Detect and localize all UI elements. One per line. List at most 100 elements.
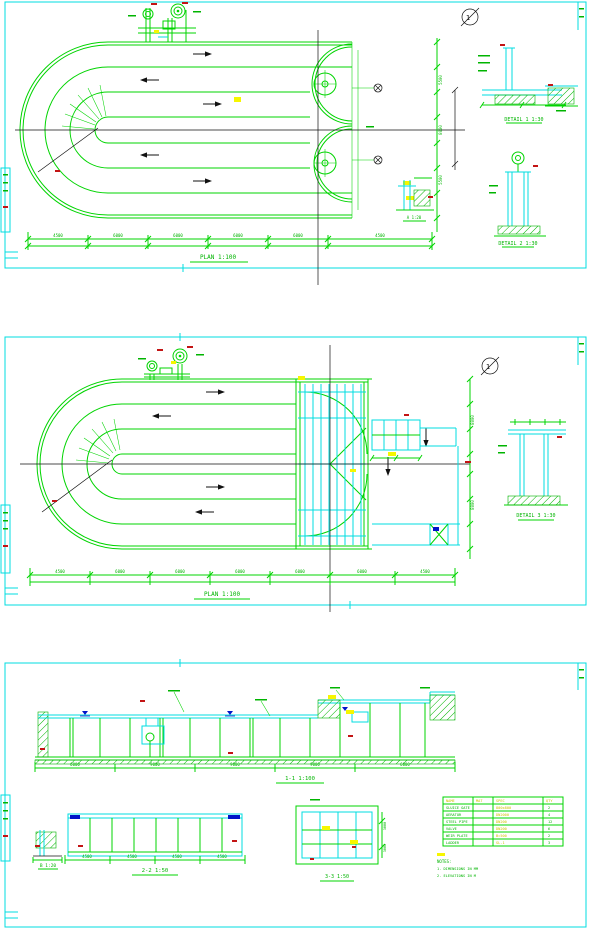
table-cell: WEIR PLATE [446,834,468,838]
table-cell: 3 [548,841,550,845]
gate-well-plan-3-3: 3000 3000 3-3 1:50 [295,799,387,882]
table-cell: 2 [548,834,550,838]
table-cell: DN2000 [496,813,509,817]
dim-text: 6000 [357,569,367,574]
pump-symbol [170,3,186,19]
table-header: QTY [546,799,553,803]
dim-text: 4500 [127,854,137,859]
table-cell: 2 [548,806,550,810]
section2-title: 2-2 1:50 [142,868,169,874]
detail3-title: DETAIL 3 1:30 [516,513,555,519]
dim-text: 6000 [115,569,125,574]
water-level-symbol [228,815,240,819]
centerline-and-section-line-2 [20,345,470,612]
dim-text: 6000 [173,233,183,238]
dim-text: 4500 [375,233,385,238]
dim-text: 8000 [470,415,475,425]
section1-title: 1-1 1:100 [285,776,315,782]
sheet-1-plan: A 1:20 DETAIL 1 1:30 DETAIL 2 1:30 5500 … [0,1,587,285]
dim-text: 6000 [113,233,123,238]
dim-text: 4500 [172,854,182,859]
dim-text: 4500 [420,569,430,574]
bottom-dimension-band-2: 4500 6000 6000 6000 6000 6000 4500 [26,568,459,586]
notes-line: 1. DIMENSIONS IN MM [437,867,479,871]
plan-detail-title: 3-3 1:50 [325,874,349,880]
detail1-title: DETAIL 1 1:30 [504,117,543,123]
table-cell: DN200 [496,820,507,824]
flow-arrows [139,50,223,185]
title-strip-left [0,504,11,574]
dim-text: 6000 [400,762,410,767]
dim-text: 9000 [230,762,240,767]
outlet-weir-detail: A 1:20 [396,177,434,222]
small-detail-b: B 1:20 [32,830,63,870]
gate-symbol [433,527,439,531]
dim-text: 6000 [293,233,303,238]
dim-text: 3000 [383,844,387,852]
dim-text: 4500 [82,854,92,859]
table-cell: 4 [548,813,550,817]
pump-symbol [172,348,188,364]
vertical-dimension-line: 5500 8000 5500 [433,38,443,232]
table-cell: 12 [548,820,552,824]
dim-text: 6000 [175,569,185,574]
table-cell: LADDER [446,841,460,845]
dim-text: 6000 [295,569,305,574]
instrument-symbol [373,83,383,93]
dim-text: 8000 [438,125,443,135]
aerator-symbol [313,70,337,177]
detail-2-section: DETAIL 2 1:30 [489,151,546,248]
detail-b-title: B 1:20 [40,863,57,869]
table-cell: B=500 [496,834,507,838]
table-cell: SLUICE GATE [446,806,470,810]
water-level-symbol [82,707,348,715]
dim-text: 8000 [470,500,475,510]
sheet1-title: PLAN 1:100 [200,254,237,261]
table-header: NAME [446,799,455,803]
vertical-dimension-line-2: 8000 8000 [465,375,475,559]
long-section-1-1: 6000 9000 9000 9000 6000 1-1 1:100 [34,687,456,784]
sheet-2-border [0,333,587,609]
outlet-structure-upper [369,414,457,462]
title-strip-left [0,794,11,862]
dim-text: 6000 [233,233,243,238]
outlet-channel-lower [372,446,460,546]
sheet-1-border [0,1,587,272]
dim-text: 6000 [70,762,80,767]
table-header: MAT [476,799,483,803]
pump-symbol [142,8,154,20]
detail-bubble-1: 1 [460,7,480,27]
dim-text: 9000 [150,762,160,767]
detail-1-section: DETAIL 1 1:30 [478,44,578,124]
sheet2-title: PLAN 1:100 [204,591,241,598]
detail-bubble-number: 1 [486,363,490,371]
title-strip-left [0,167,11,233]
inlet-piping [128,2,201,42]
pump-pit [141,725,165,745]
water-level-symbol [70,815,80,819]
detail-bubble-2: 1 [480,356,500,376]
table-cell: DN200 [496,827,507,831]
notes-line: 2. ELEVATIONS IN M [437,874,477,878]
detail-bubble-number: 1 [466,14,470,22]
notes-block: NOTES: 1. DIMENSIONS IN MM 2. ELEVATIONS… [437,853,479,878]
table-cell: VALVE [446,827,457,831]
weir-detail-label: A 1:20 [407,215,422,220]
detail2-title: DETAIL 2 1:30 [498,241,537,247]
bottom-dimension-band: 4500 6000 6000 6000 6000 4500 [24,232,436,250]
detail-3-section: DETAIL 3 1:30 [498,419,568,521]
table-header: SPEC [496,799,505,803]
centerline-and-section-line [15,30,465,285]
inlet-piping-2 [138,346,204,380]
table-cell: SL-1 [496,841,505,845]
equipment-schedule-table: NAME MAT SPEC QTY SLUICE GATE 800x800 2 … [442,796,564,847]
pump-symbol [146,360,158,372]
dim-text: 4500 [53,233,63,238]
table-cell: AERATOR [446,813,462,817]
instrument-symbol [373,155,383,165]
section-2-2: 4500 4500 4500 4500 2-2 1:50 [64,813,246,876]
dim-text: 5500 [438,75,443,85]
dim-text: 3000 [383,822,387,830]
